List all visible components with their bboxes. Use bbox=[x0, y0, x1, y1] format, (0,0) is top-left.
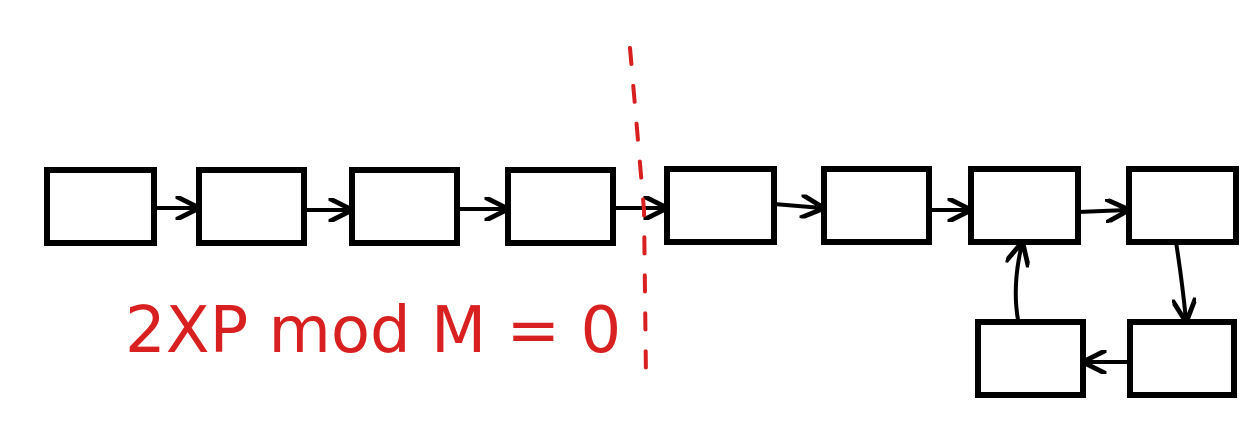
node-9 bbox=[1127, 319, 1237, 398]
edge-8-9 bbox=[1176, 240, 1186, 320]
node-3 bbox=[349, 167, 460, 246]
edge-7-8 bbox=[1076, 210, 1127, 212]
edge-10-7 bbox=[1016, 244, 1022, 322]
annotation-formula: 2XP mod M = 0 bbox=[125, 294, 621, 368]
node-1 bbox=[44, 167, 157, 246]
split-dashed-line bbox=[628, 46, 648, 380]
node-5 bbox=[664, 166, 777, 245]
node-6 bbox=[821, 166, 932, 245]
node-4 bbox=[505, 167, 616, 246]
node-7 bbox=[968, 166, 1081, 245]
node-10 bbox=[975, 319, 1086, 398]
edge-5-6 bbox=[772, 204, 822, 208]
node-2 bbox=[196, 167, 307, 246]
node-8 bbox=[1126, 166, 1239, 245]
